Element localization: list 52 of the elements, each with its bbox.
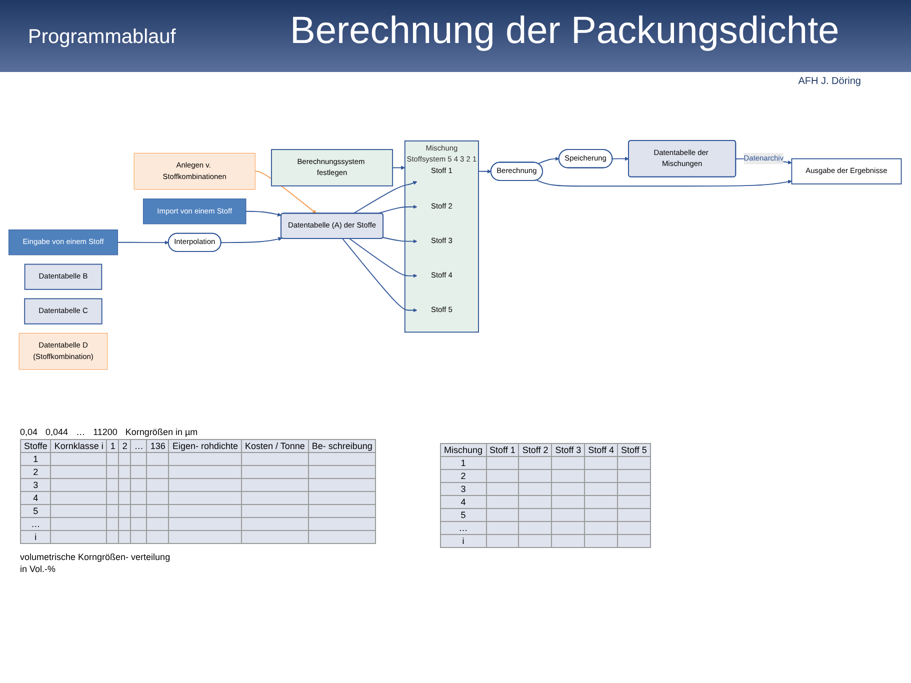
header-cell: Kornklasse i [50,440,107,452]
row-number-cell: 4 [20,492,51,504]
header-cell: Eigen- rohdichte [168,440,242,452]
arrow [536,180,792,187]
scale-label: … [76,427,86,437]
arrow [377,204,418,214]
row-number-cell: 1 [440,456,486,470]
header-cell: Stoffe [20,440,51,452]
row-number-cell: … [440,522,486,534]
row-number-cell: 4 [440,496,486,508]
brace-note: volumetrische Korngrößen- verteilung [20,552,172,562]
arrow [342,238,418,312]
row-number-cell: 5 [20,504,51,518]
row-number-cell: i [20,530,51,544]
arrow [612,156,629,161]
row-number-cell: 2 [20,466,51,478]
scale-label: Korngrößen in µm [125,427,198,437]
arrow [392,166,406,170]
row-number-cell: 2 [440,470,486,482]
header-cell: Stoff 2 [518,444,552,456]
row-number-cell: 1 [20,452,51,466]
header-cell: Stoff 5 [617,444,650,456]
header-cell: Mischung [440,444,486,456]
arrow [478,169,492,174]
author-label: AFH J. Döring [798,76,861,87]
row-number-cell: 3 [20,478,51,492]
row-number-cell: 3 [440,482,486,496]
header-cell: 1 [106,440,119,452]
arrow [352,181,418,214]
arrow [382,237,418,244]
slide-title: Berechnung der Packungsdichte [290,10,840,53]
header-cell: … [130,440,147,452]
header-cell: Be- schreibung [308,440,376,452]
scale-label: 0,044 [46,427,68,437]
arrow [538,156,560,164]
arrow [246,210,282,217]
arrow [117,240,169,245]
unit-note: in Vol.-% [20,564,57,574]
arrow [220,236,282,244]
arrow [349,238,418,278]
header-cell: Stoff 3 [552,444,585,456]
row-number-cell: 5 [440,508,486,522]
row-number-cell: i [440,534,486,548]
scale-label: 11200 [93,427,118,437]
header-cell: Stoff 4 [584,444,618,456]
header-cell: Kosten / Tonne [242,440,308,452]
header-cell: Stoff 1 [486,444,519,456]
section-label: Programmablauf [28,26,176,49]
header-cell: 136 [146,440,169,452]
scale-label: 0,04 [20,427,38,437]
row-number-cell: … [20,518,51,530]
header-cell: 2 [118,440,131,452]
